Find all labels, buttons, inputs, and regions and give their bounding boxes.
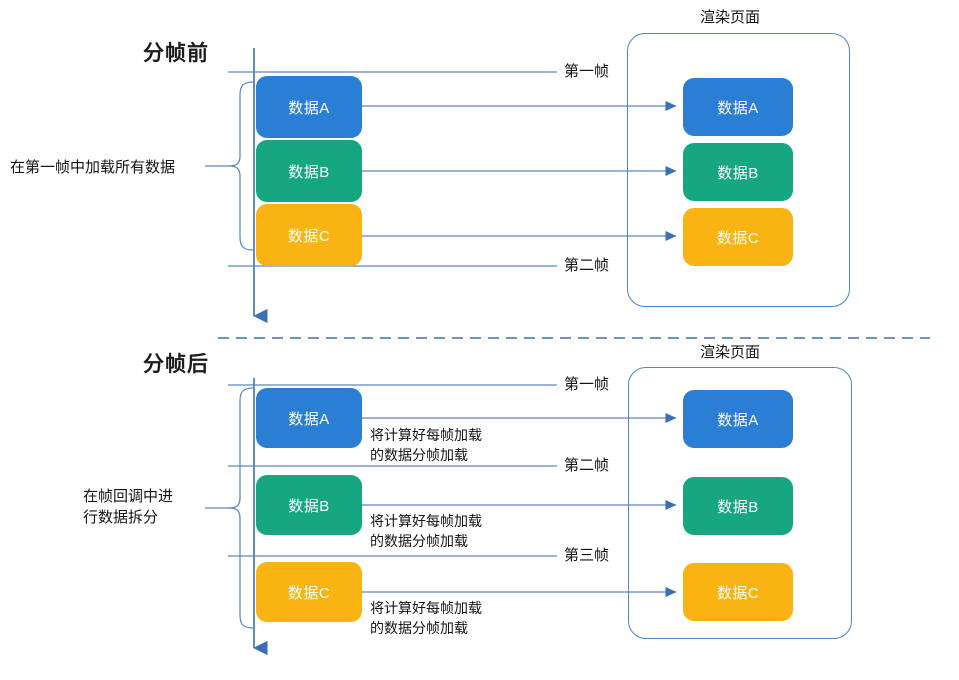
after-source-item-b[interactable]: 数据B <box>256 475 362 535</box>
after-side-label-line1: 在帧回调中进 <box>83 488 174 505</box>
before-side-label: 在第一帧中加载所有数据 <box>10 159 176 176</box>
before-frame-marker-1: 第一帧 <box>564 63 610 80</box>
before-frame-marker-2: 第二帧 <box>564 257 610 274</box>
section-title-after: 分帧后 <box>143 353 209 376</box>
before-target-item-b[interactable]: 数据B <box>683 143 793 201</box>
after-target-item-a[interactable]: 数据A <box>683 390 793 448</box>
after-annotation-2-line2: 的数据分帧加载 <box>370 533 468 549</box>
before-target-item-c[interactable]: 数据C <box>683 208 793 266</box>
after-render-page-box <box>628 367 852 639</box>
after-source-item-c[interactable]: 数据C <box>256 562 362 622</box>
after-frame-marker-2: 第二帧 <box>564 457 610 474</box>
after-source-item-a[interactable]: 数据A <box>256 388 362 448</box>
after-render-page-title: 渲染页面 <box>700 344 761 361</box>
before-render-page-box <box>627 33 850 307</box>
section-title-before: 分帧前 <box>143 42 209 65</box>
before-source-item-b[interactable]: 数据B <box>256 140 362 202</box>
before-render-page-title: 渲染页面 <box>700 9 761 26</box>
after-annotation-2-line1: 将计算好每帧加载 <box>370 513 482 529</box>
after-annotation-1-line2: 的数据分帧加载 <box>370 447 468 463</box>
before-target-item-a[interactable]: 数据A <box>683 78 793 136</box>
before-source-item-a[interactable]: 数据A <box>256 76 362 138</box>
after-annotation-3-line1: 将计算好每帧加载 <box>370 600 482 616</box>
after-frame-marker-1: 第一帧 <box>564 376 610 393</box>
after-annotation-1-line1: 将计算好每帧加载 <box>370 427 482 443</box>
after-frame-marker-3: 第三帧 <box>564 547 610 564</box>
before-source-item-c[interactable]: 数据C <box>256 204 362 266</box>
after-side-label-line2: 行数据拆分 <box>83 509 159 526</box>
after-annotation-3-line2: 的数据分帧加载 <box>370 620 468 636</box>
after-target-item-c[interactable]: 数据C <box>683 563 793 621</box>
after-target-item-b[interactable]: 数据B <box>683 477 793 535</box>
